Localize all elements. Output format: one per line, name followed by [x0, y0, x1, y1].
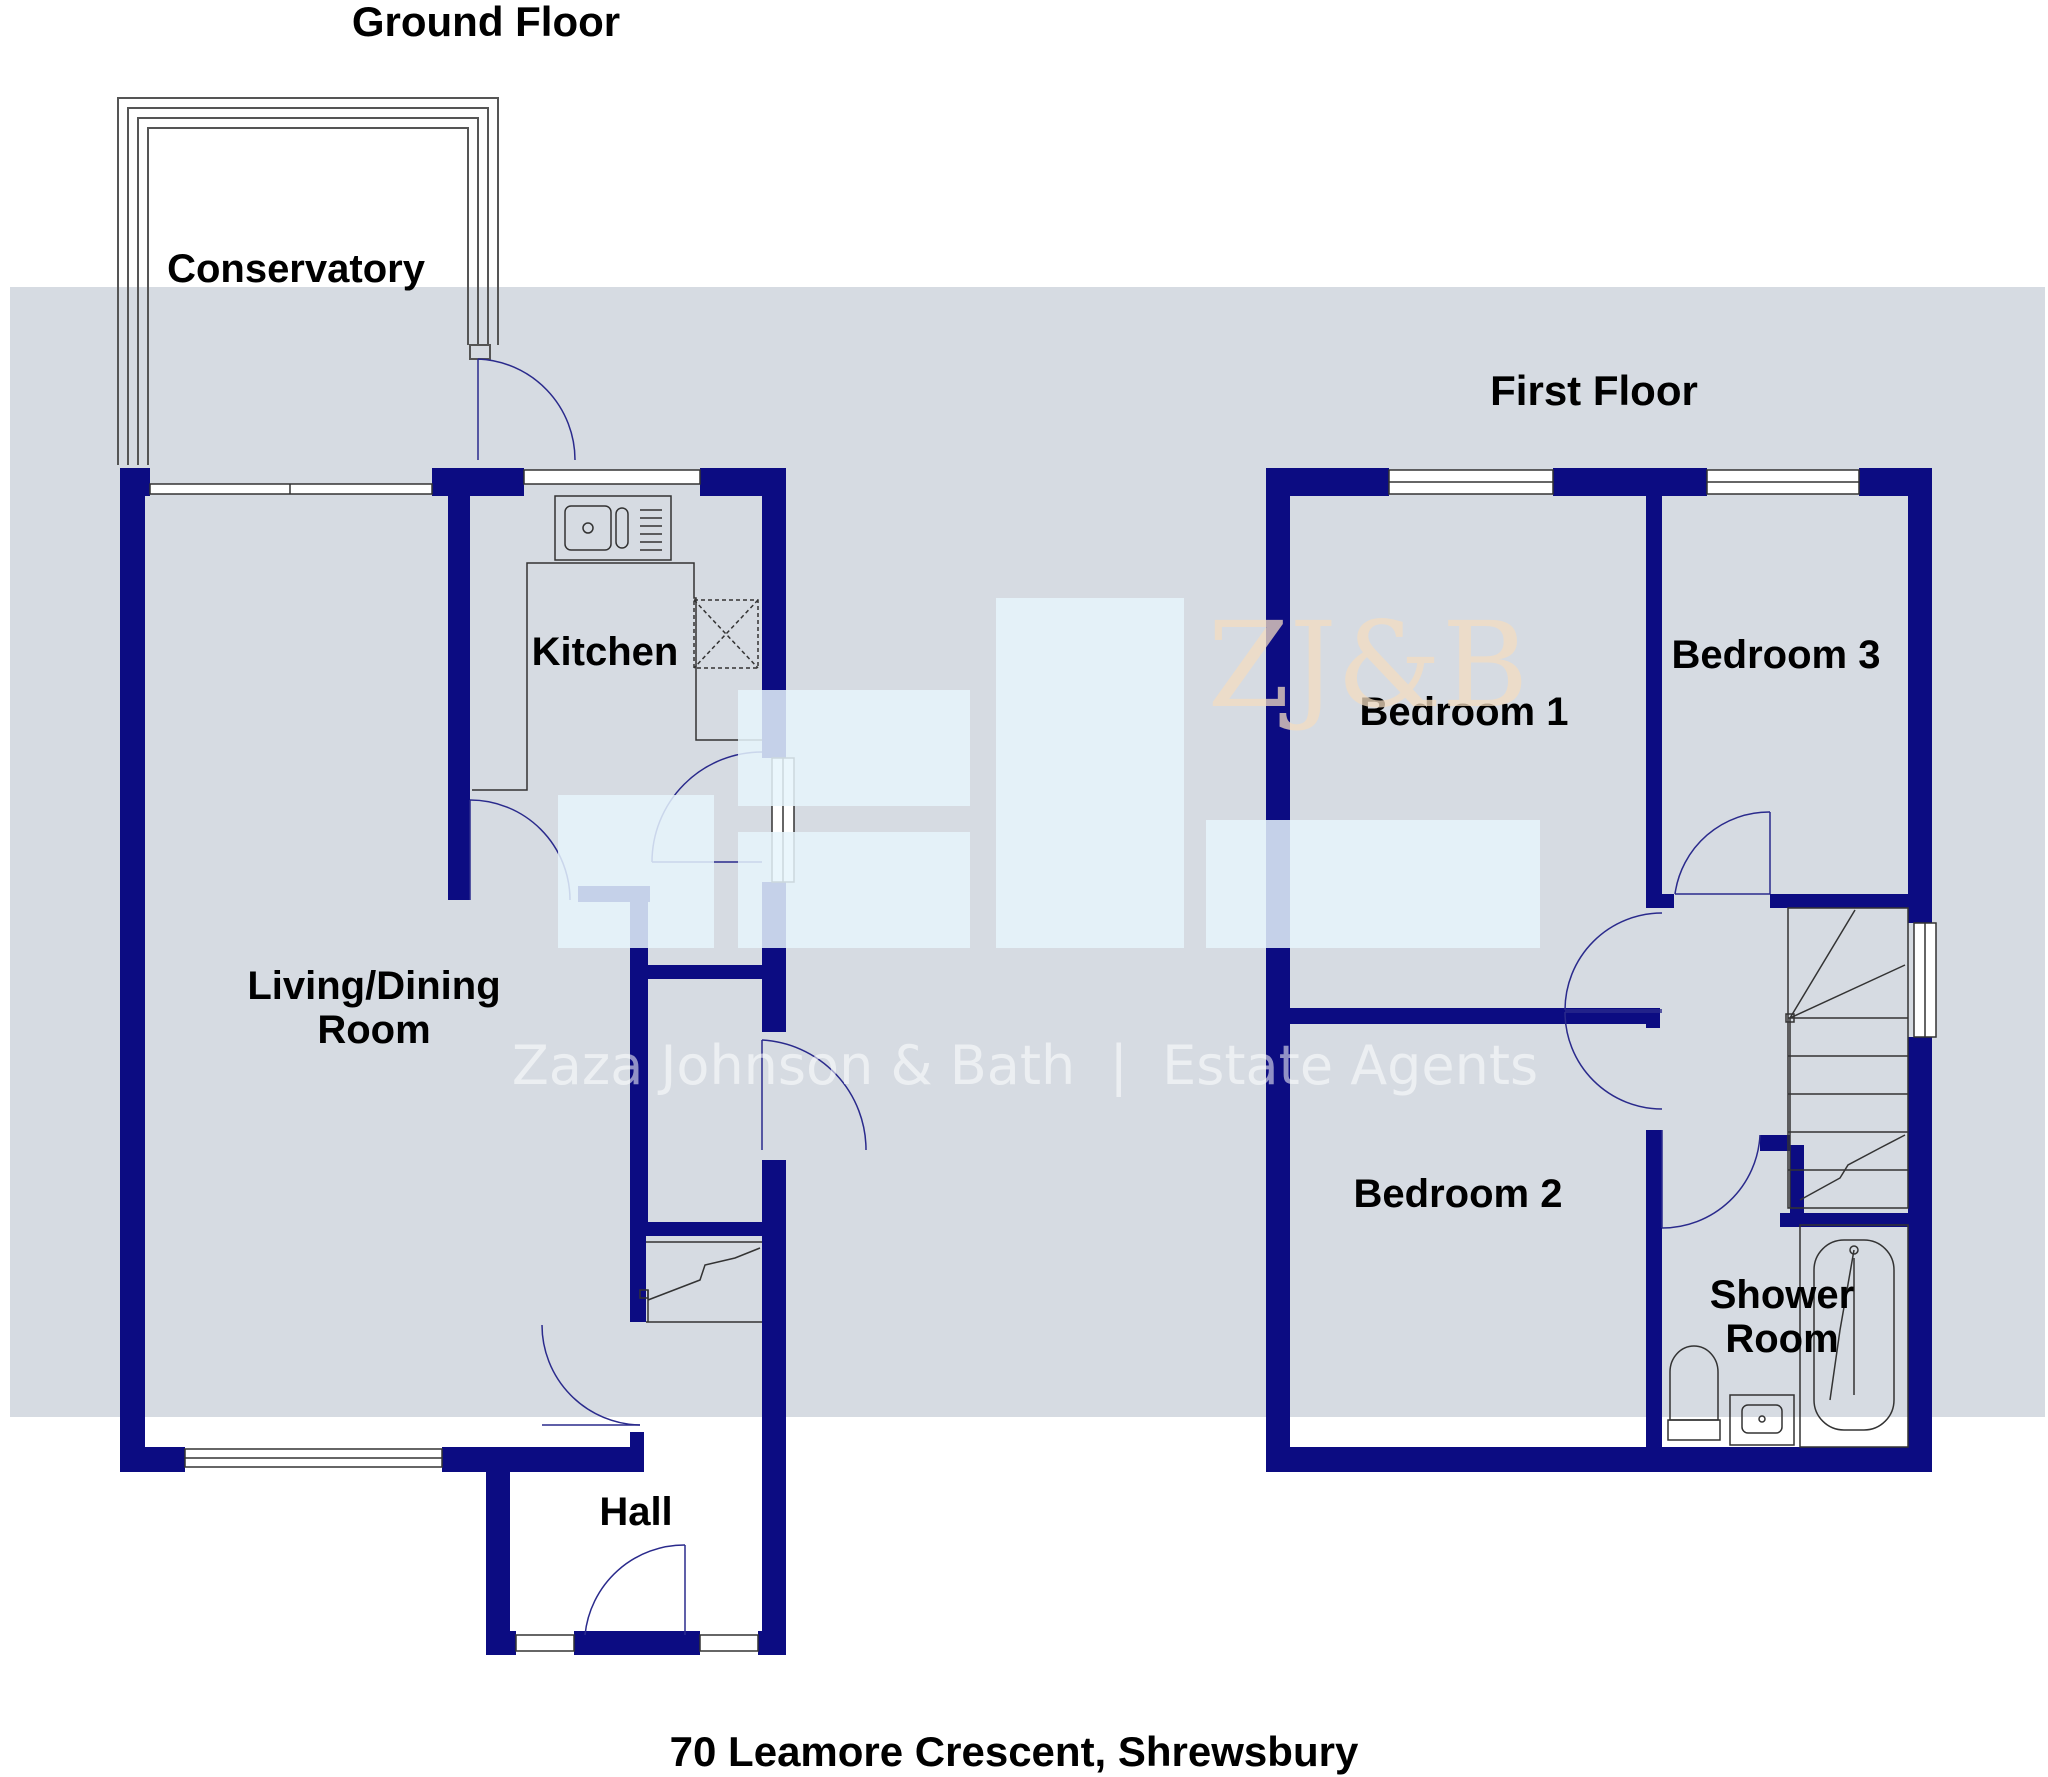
shower-fittings — [1667, 1224, 1909, 1448]
watermark-logo-text: ZJ&B — [1207, 596, 1528, 734]
conservatory-door — [477, 358, 576, 461]
agent-watermark: ZJ&B Zaza Johnson & Bath | Estate Agents — [512, 596, 1540, 1097]
first-doors — [1564, 811, 1771, 1229]
room-label-shower-line2: Room — [1725, 1317, 1838, 1361]
room-label-living-dining-line1: Living/Dining — [247, 964, 500, 1008]
property-address: 70 Leamore Crescent, Shrewsbury — [670, 1728, 1359, 1775]
conservatory-frame — [117, 97, 499, 465]
kitchen-fittings — [472, 495, 762, 791]
first-floor-title: First Floor — [1490, 367, 1698, 414]
first-walls — [1266, 468, 1932, 1472]
room-label-kitchen: Kitchen — [532, 630, 679, 674]
first-stairs — [1785, 907, 1909, 1209]
ground-stairs — [639, 1241, 762, 1323]
room-label-conservatory: Conservatory — [167, 247, 426, 291]
watermark-tagline: Zaza Johnson & Bath | Estate Agents — [512, 1034, 1538, 1097]
room-label-bedroom-1: Bedroom 1 — [1360, 690, 1569, 734]
room-label-bedroom-2: Bedroom 2 — [1354, 1172, 1563, 1216]
ground-floor-title: Ground Floor — [352, 0, 620, 45]
room-label-bedroom-3: Bedroom 3 — [1672, 633, 1881, 677]
watermark-logo-blocks — [558, 598, 1540, 948]
room-label-living-dining-line2: Room — [317, 1008, 430, 1052]
room-label-shower-line1: Shower — [1710, 1273, 1854, 1317]
first-windows — [1388, 469, 1937, 1038]
ground-walls — [120, 468, 786, 1655]
room-label-hall: Hall — [599, 1490, 672, 1534]
ground-floor: Ground Floor Conservatory Kitchen Living… — [117, 0, 867, 1655]
first-floor: First Floor Bedroom 1 Bedroom 3 Bedroom … — [1266, 367, 1937, 1472]
